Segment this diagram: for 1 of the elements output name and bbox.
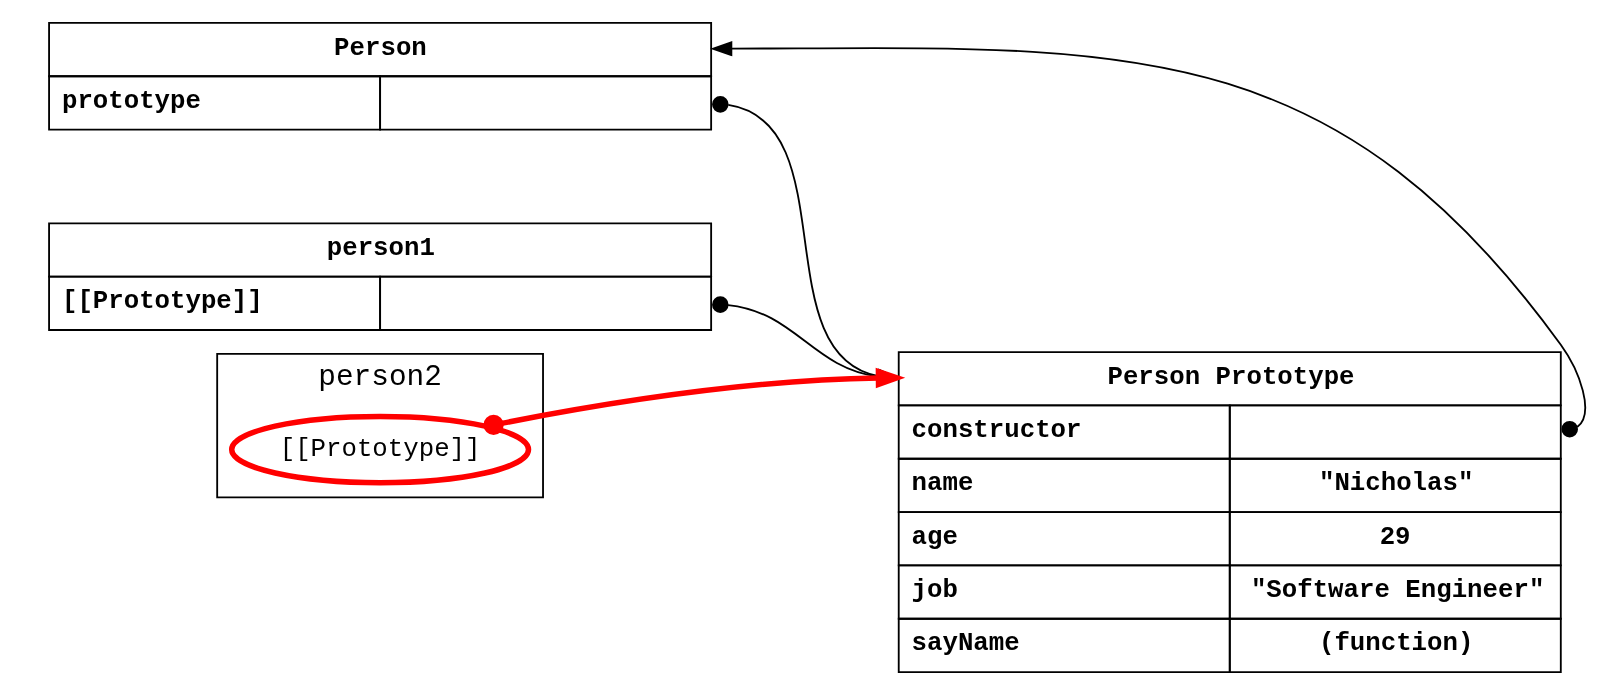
arrow <box>710 40 1587 438</box>
